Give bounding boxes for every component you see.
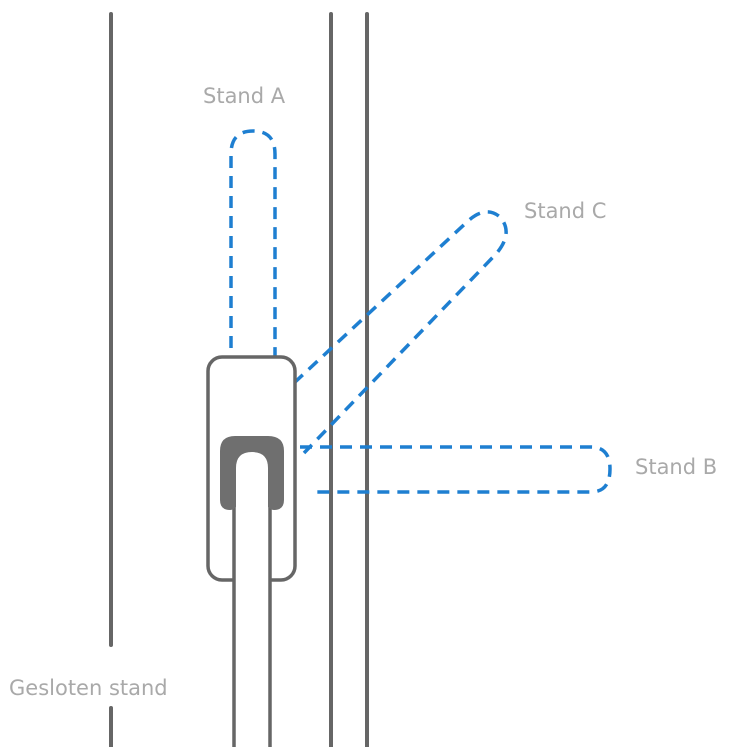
stand-a-dashed-outline xyxy=(229,129,277,428)
window-frame xyxy=(109,12,369,747)
stand-b-dashed-outline xyxy=(300,445,612,494)
stand-c-dashed-outline xyxy=(292,210,508,455)
stand-a-label: Stand A xyxy=(203,84,286,108)
window-handle-icon xyxy=(220,436,284,510)
handle-assembly xyxy=(206,355,297,747)
dashed-positions xyxy=(229,129,612,494)
closed-position-label: Gesloten stand xyxy=(9,676,168,700)
stand-b-label: Stand B xyxy=(635,455,718,479)
stand-c-label: Stand C xyxy=(524,199,607,223)
handle-bar xyxy=(232,448,272,747)
